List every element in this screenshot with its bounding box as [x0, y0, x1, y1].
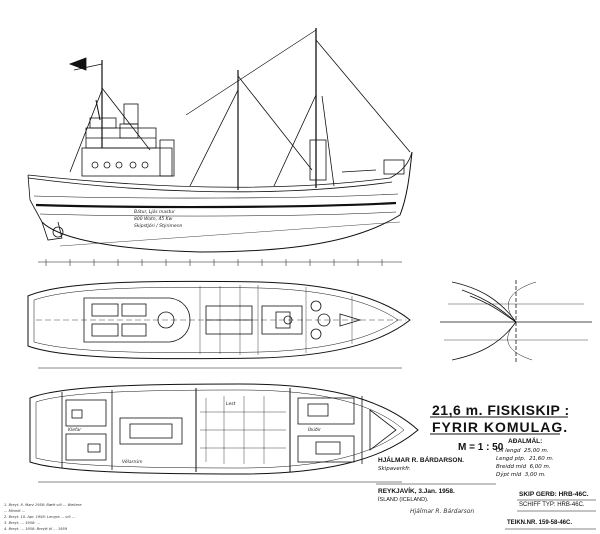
profile-note-1: Bátur, Ljós mastur: [134, 210, 175, 215]
side-profile: [27, 28, 413, 263]
frame-ticks: [45, 259, 383, 266]
dimension-row: Dýpt mld 3,00 m.: [496, 472, 546, 478]
profile-note-2: 800 Watn, 45 Kw: [134, 217, 173, 222]
ship-type: SCHIFF TYP: HRB-46C.: [519, 502, 585, 508]
revision-note: ... Minnkt ...: [4, 509, 26, 513]
dimension-row: Breidd mld 6,00 m.: [496, 464, 551, 470]
revision-note: 2. Breyt. 10. Apr. 1958: Lengra ... við …: [4, 515, 76, 519]
main-dimensions-title: AÐALMÁL:: [508, 438, 543, 445]
country: ÍSLAND (ICELAND).: [378, 497, 429, 503]
drawing-title-line2: FYRIR KOMULAG.: [432, 419, 569, 435]
designer-firm: Skipaverkfr.: [378, 466, 411, 472]
body-plan: [440, 280, 592, 364]
lower-deck-plan: [29, 383, 419, 483]
drawing-scale: M = 1 : 50: [458, 442, 504, 453]
dimension-row: Lengd ptp. 21,60 m.: [496, 456, 554, 462]
revision-note: 1. Breyt. 8. Marz 1958: Bætt við ... Wei…: [4, 503, 82, 507]
profile-note-3: Skipstjóri / Stýrimenn: [134, 224, 183, 229]
signature: Hjálmar R. Bárdarson: [410, 508, 475, 515]
drawing-number: TEIKN.NR. 159-58-46C.: [507, 520, 573, 526]
ship-registration: SKIP GERÐ: HRB-46C.: [519, 491, 589, 498]
dimension-row: Öll lengd 25,00 m.: [496, 448, 549, 454]
lower-deck-label-quarters: Íbúðir: [308, 428, 321, 433]
designer-name: HJÁLMAR R. BÁRDARSON.: [378, 457, 464, 464]
place-date: REYKJAVÍK, 3.Jan. 1958.: [378, 488, 455, 495]
lower-deck-label-engine: Vélarrúm: [122, 460, 143, 465]
revision-note: 4. Breyt. ... 1958: Breytt til ... 1959: [4, 527, 68, 531]
drawing-title-line1: 21,6 m. FISKISKIP :: [432, 402, 570, 418]
lower-deck-label-cabins: Klefar: [68, 428, 82, 433]
lower-deck-label-hold: Lest: [226, 402, 236, 407]
deck-plan: [27, 280, 411, 369]
revision-note: 3. Breyt. ... 1958: ...: [4, 521, 41, 525]
